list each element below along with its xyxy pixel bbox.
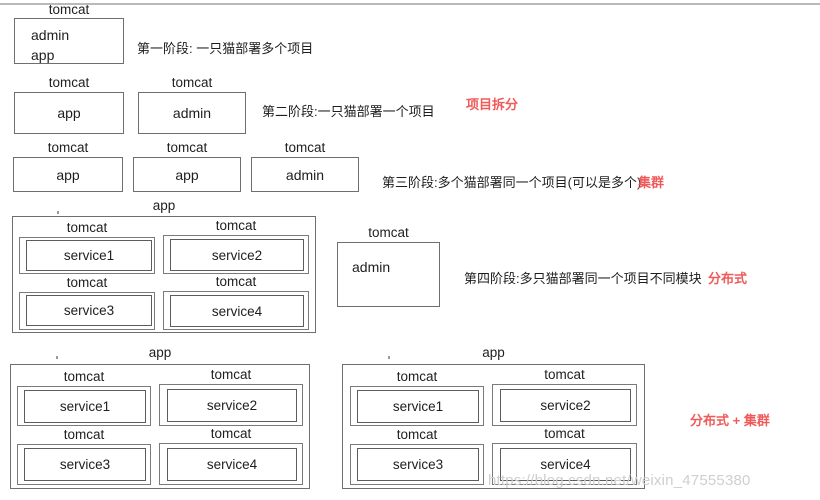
stage-5-right-service-label-4: service4 bbox=[540, 457, 591, 472]
stage-1-content-admin: admin bbox=[31, 27, 70, 43]
watermark-text: https://blog.csdn.net/weixin_47555380 bbox=[488, 472, 751, 489]
stage-4-tomcat-caption-1: tomcat bbox=[66, 220, 108, 235]
stage-5-left-tomcat-caption-2: tomcat bbox=[210, 367, 252, 382]
stage-2-content-admin: admin bbox=[172, 105, 212, 121]
stage-5-left-service-box-3: service3 bbox=[24, 448, 146, 481]
stage-5-right-service-label-1: service1 bbox=[392, 399, 444, 414]
stage-5-app-group-left: tomcat service1 tomcat service2 tomcat s… bbox=[10, 364, 310, 489]
stage-4-service-label-3: service3 bbox=[63, 303, 115, 318]
stage-4-side-tomcat-caption: tomcat bbox=[368, 225, 409, 240]
stage-4-tick-mark bbox=[57, 211, 59, 214]
stage-4-tomcat-caption-4: tomcat bbox=[215, 274, 257, 289]
stage-4-service-label-4: service4 bbox=[211, 303, 263, 319]
stage-4-service-box-4: service4 bbox=[170, 295, 304, 327]
stage-4-service-box-1: service1 bbox=[26, 240, 152, 271]
stage-5-right-service-box-3: service3 bbox=[357, 448, 479, 481]
stage-2-note: 项目拆分 bbox=[466, 97, 519, 112]
stage-5-left-tomcat-caption-1: tomcat bbox=[63, 369, 105, 384]
stage-1-content-app: app bbox=[31, 47, 55, 63]
stage-5-left-service-box-2: service2 bbox=[167, 389, 297, 422]
stage-5-app-caption-left: app bbox=[148, 345, 172, 360]
stage-5-right-tomcat-wrap-4: service4 bbox=[492, 443, 637, 485]
stage-4-side-tomcat-box: admin bbox=[337, 242, 440, 307]
stage-1-tomcat-caption: tomcat bbox=[48, 2, 90, 17]
stage-5-right-tomcat-caption-4: tomcat bbox=[544, 426, 585, 441]
stage-5-left-service-box-4: service4 bbox=[167, 448, 297, 481]
stage-5-right-service-box-4: service4 bbox=[500, 448, 631, 481]
stage-4-tomcat-wrap-4: service4 bbox=[163, 291, 309, 330]
stage-3-tomcat-caption-3: tomcat bbox=[284, 140, 326, 155]
stage-2-tomcat-caption-1: tomcat bbox=[48, 75, 90, 90]
stage-5-app-caption-right: app bbox=[482, 345, 505, 360]
stage-5-left-service-label-4: service4 bbox=[206, 457, 258, 472]
stage-5-note: 分布式 + 集群 bbox=[690, 413, 770, 428]
stage-2-tomcat-box-1: app bbox=[14, 92, 124, 134]
stage-1-tomcat-box: admin app bbox=[14, 18, 124, 64]
stage-3-tomcat-box-1: app bbox=[13, 157, 123, 192]
stage-3-note: 集群 bbox=[638, 175, 665, 190]
stage-4-tomcat-wrap-3: service3 bbox=[19, 292, 155, 330]
stage-4-side-contents: admin bbox=[352, 257, 390, 277]
stage-5-left-tomcat-wrap-3: service3 bbox=[17, 444, 151, 485]
stage-5-right-service-box-2: service2 bbox=[500, 389, 631, 422]
stage-4-app-group: tomcat service1 tomcat service2 tomcat s… bbox=[12, 216, 316, 333]
stage-5-right-tomcat-caption-1: tomcat bbox=[396, 369, 438, 384]
stage-5-right-service-label-3: service3 bbox=[392, 457, 444, 472]
stage-5-right-tomcat-wrap-1: service1 bbox=[350, 386, 484, 426]
stage-4-tomcat-wrap-1: service1 bbox=[19, 237, 155, 274]
stage-3-tomcat-box-3: admin bbox=[251, 157, 359, 192]
stage-5-right-tomcat-wrap-3: service3 bbox=[350, 444, 484, 485]
stage-5-left-tomcat-caption-4: tomcat bbox=[210, 426, 252, 441]
stage-5-left-service-label-3: service3 bbox=[59, 457, 111, 472]
stage-3-content-app-2: app bbox=[175, 166, 199, 183]
stage-4-service-label-1: service1 bbox=[63, 248, 115, 263]
stage-5-right-tomcat-caption-3: tomcat bbox=[396, 427, 438, 442]
stage-2-tomcat-caption-2: tomcat bbox=[171, 75, 213, 90]
stage-3-description: 第三阶段:多个猫部署同一个项目(可以是多个) bbox=[382, 175, 642, 190]
stage-4-tomcat-caption-2: tomcat bbox=[215, 218, 257, 233]
stage-1-box-contents: admin app bbox=[31, 25, 69, 65]
stage-5-left-tomcat-wrap-4: service4 bbox=[159, 443, 303, 485]
stage-3-tomcat-box-2: app bbox=[133, 157, 241, 192]
stage-5-right-service-label-2: service2 bbox=[540, 398, 591, 413]
stage-5-left-tomcat-wrap-1: service1 bbox=[17, 386, 151, 426]
stage-5-right-service-box-1: service1 bbox=[357, 390, 479, 423]
stage-5-right-tick-mark bbox=[388, 356, 390, 359]
stage-3-content-admin: admin bbox=[285, 166, 325, 183]
stage-5-left-service-label-1: service1 bbox=[59, 399, 111, 414]
stage-5-app-group-right: tomcat service1 tomcat service2 tomcat s… bbox=[342, 364, 645, 489]
stage-3-tomcat-caption-1: tomcat bbox=[47, 140, 89, 155]
stage-2-tomcat-box-2: admin bbox=[138, 92, 246, 134]
stage-4-description: 第四阶段:多只猫部署同一个项目不同模块 bbox=[464, 271, 702, 286]
stage-3-content-app-1: app bbox=[56, 166, 80, 183]
stage-5-right-tomcat-wrap-2: service2 bbox=[492, 384, 637, 426]
stage-4-tomcat-caption-3: tomcat bbox=[66, 275, 108, 290]
stage-5-left-tomcat-caption-3: tomcat bbox=[63, 427, 105, 442]
stage-4-side-content-admin: admin bbox=[352, 259, 391, 275]
stage-5-left-tomcat-wrap-2: service2 bbox=[159, 384, 303, 426]
stage-4-service-box-2: service2 bbox=[170, 239, 304, 271]
stage-2-content-app: app bbox=[57, 105, 81, 121]
stage-5-left-tick-mark bbox=[56, 356, 58, 359]
stage-2-description: 第二阶段:一只猫部署一个项目 bbox=[262, 104, 435, 119]
stage-4-app-caption: app bbox=[152, 198, 176, 213]
stage-5-left-service-box-1: service1 bbox=[24, 390, 146, 423]
stage-4-service-box-3: service3 bbox=[26, 295, 152, 326]
stage-4-tomcat-wrap-2: service2 bbox=[163, 235, 309, 274]
stage-3-tomcat-caption-2: tomcat bbox=[166, 140, 208, 155]
top-divider bbox=[0, 3, 820, 5]
stage-5-right-tomcat-caption-2: tomcat bbox=[544, 367, 585, 382]
stage-4-note: 分布式 bbox=[708, 271, 748, 286]
stage-5-left-service-label-2: service2 bbox=[206, 398, 258, 413]
stage-1-description: 第一阶段: 一只猫部署多个项目 bbox=[137, 41, 314, 56]
stage-4-service-label-2: service2 bbox=[211, 247, 263, 263]
